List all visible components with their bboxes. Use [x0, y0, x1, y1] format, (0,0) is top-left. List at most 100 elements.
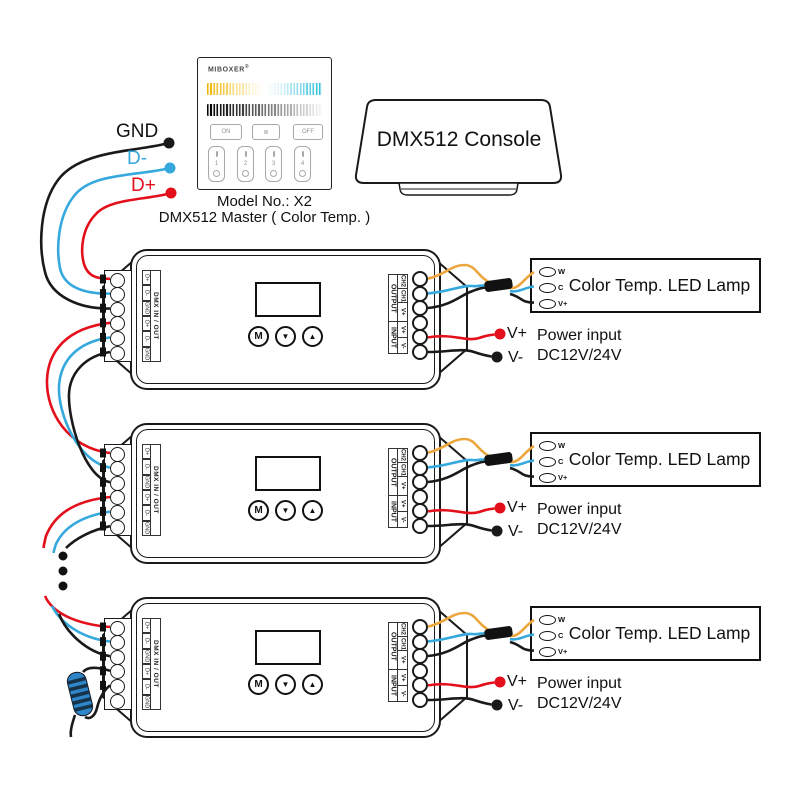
panel-on-button: ON	[210, 124, 242, 140]
power-vplus-label: V+	[507, 673, 528, 690]
zone-on-mark	[244, 151, 247, 157]
zone-number: 2	[243, 160, 248, 167]
console-label: DMX512 Console	[376, 128, 542, 151]
lamp-terminal-w	[539, 267, 556, 277]
zone-button-4: 4	[294, 146, 311, 182]
input-vminus-label: V-	[397, 337, 408, 354]
continuation-dot	[58, 551, 68, 561]
d-minus-dot	[164, 162, 176, 174]
m-button: M	[248, 674, 269, 695]
m-button: M	[248, 326, 269, 347]
c-label: C	[558, 457, 564, 466]
continuation-dot	[58, 581, 68, 591]
down-button: ▼	[275, 326, 296, 347]
terminal-screw	[110, 620, 125, 636]
power-vminus-label: V-	[508, 523, 524, 540]
up-button: ▲	[302, 500, 323, 521]
led-display	[255, 630, 321, 665]
power-vminus-label: V-	[508, 349, 524, 366]
terminating-resistor	[66, 666, 111, 738]
input-screw	[412, 518, 428, 534]
dmx-in-out-label: DMX IN / OUT	[150, 618, 162, 710]
dmx-in-out-label: DMX IN / OUT	[150, 270, 162, 362]
zone-number: 3	[271, 160, 276, 167]
zone-on-mark	[272, 151, 275, 157]
terminal-screw	[110, 287, 125, 303]
continuation-dot	[58, 566, 68, 576]
gnd-dot	[163, 137, 175, 149]
terminal-screw	[110, 475, 125, 491]
power-input-label: Power input	[537, 675, 622, 692]
vplus-label: V+	[558, 299, 568, 308]
output-input-labels: OUTPUT INPUT CH2 CH1 V+ V+ V-	[388, 448, 408, 529]
zone-on-mark	[215, 151, 218, 157]
panel-mode-button: ≣	[252, 124, 280, 140]
terminal-screw	[110, 504, 125, 520]
terminal-screw	[110, 519, 125, 535]
vplus-label: V+	[558, 473, 568, 482]
terminal-screw	[110, 664, 125, 680]
unit3-output-wires	[426, 611, 536, 712]
mode-icon: ≣	[263, 129, 269, 136]
daisy-chain-1-2	[45, 321, 111, 484]
lamp-terminal-w	[539, 441, 556, 451]
lamp-terminal-c	[539, 631, 556, 641]
panel-off-button: OFF	[293, 124, 323, 140]
terminal-screw	[110, 272, 125, 288]
unit1-output-wires	[426, 263, 536, 364]
input-vminus-label: V-	[397, 685, 408, 702]
power-input-label: Power input	[537, 327, 622, 344]
power-vplus-label: V+	[507, 325, 528, 342]
input-vminus-label: V-	[397, 511, 408, 528]
zone-off-circle	[299, 170, 306, 177]
dmx-terminal-block	[104, 618, 132, 710]
lamp-title: Color Temp. LED Lamp	[568, 623, 751, 643]
zone-off-circle	[213, 170, 220, 177]
led-lamp-1: W C V+ Color Temp. LED Lamp	[530, 258, 761, 313]
d-plus-label: D+	[131, 175, 156, 196]
dmx-terminal-block	[104, 444, 132, 536]
output-input-labels: OUTPUT INPUT CH2 CH1 V+ V+ V-	[388, 274, 408, 355]
daisy-chain-2-3	[42, 495, 111, 658]
m-button: M	[248, 500, 269, 521]
terminal-screw	[110, 301, 125, 317]
input-screw	[412, 692, 428, 708]
dmx-console-shape	[354, 99, 563, 196]
zone-button-3: 3	[265, 146, 282, 182]
terminal-screw	[110, 330, 125, 346]
unit2-output-wires	[426, 437, 536, 538]
zone-number: 1	[214, 160, 219, 167]
power-input-label: Power input	[537, 501, 622, 518]
power-voltage-label: DC12V/24V	[537, 521, 622, 538]
dmx-in-out-label: DMX IN / OUT	[150, 444, 162, 536]
lamp-terminal-vplus	[539, 299, 556, 309]
terminal-screw	[110, 635, 125, 651]
zone-button-1: 1	[208, 146, 225, 182]
output-input-labels: OUTPUT INPUT CH2 CH1 V+ V+ V-	[388, 622, 408, 703]
led-display	[255, 282, 321, 317]
down-button: ▼	[275, 674, 296, 695]
dmx-bus-wires	[40, 137, 177, 310]
led-lamp-2: W C V+ Color Temp. LED Lamp	[530, 432, 761, 487]
w-label: W	[558, 615, 566, 624]
input-screw	[412, 344, 428, 360]
w-label: W	[558, 267, 566, 276]
dmx-terminal-block	[104, 270, 132, 362]
terminal-screw	[110, 461, 125, 477]
lamp-terminal-vplus	[539, 647, 556, 657]
terminal-screw	[110, 316, 125, 332]
miboxer-logo: MIBOXER®	[208, 64, 250, 74]
dmx-master-panel: MIBOXER® ON ≣ OFF 1 2 3 4	[197, 57, 332, 190]
model-number: Model No.: X2	[216, 193, 313, 210]
lamp-terminal-w	[539, 615, 556, 625]
c-label: C	[558, 631, 564, 640]
terminal-screw	[110, 446, 125, 462]
terminal-screw	[110, 649, 125, 665]
d-plus-dot	[165, 187, 177, 199]
led-lamp-3: W C V+ Color Temp. LED Lamp	[530, 606, 761, 661]
c-label: C	[558, 283, 564, 292]
down-button: ▼	[275, 500, 296, 521]
gnd-label: GND	[116, 121, 159, 142]
